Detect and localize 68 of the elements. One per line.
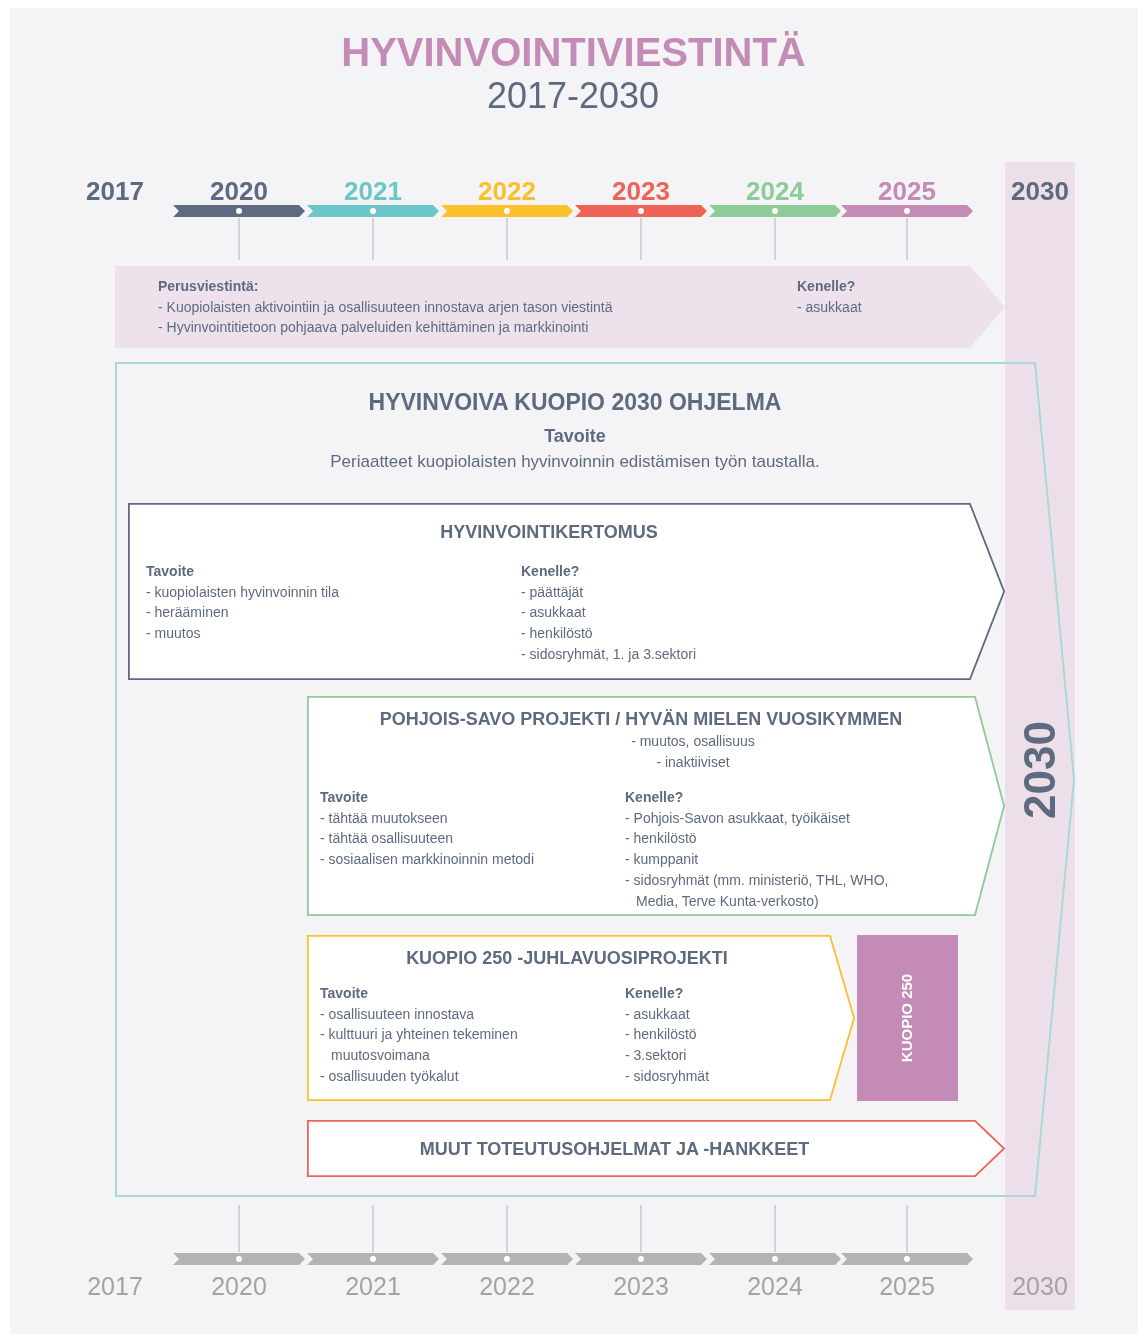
list-item: - sidosryhmät (mm. ministeriö, THL, WHO, Media, Terve Kunta-verkosto) — [625, 871, 889, 909]
chevron-box — [307, 1120, 1005, 1177]
heading: MUUT TOTEUTUSOHJELMAT JA -HANKKEET — [419, 1139, 810, 1159]
year-label: 2021 — [345, 1272, 401, 1300]
year-label: 2024 — [747, 1272, 803, 1300]
year-label: 2023 — [612, 176, 670, 206]
description: Periaatteet kuopiolaisten hyvinvoinnin edistämisen työn taustalla. — [330, 452, 820, 471]
list-item: - herääminen — [146, 604, 229, 621]
list-item: - henkilöstö — [625, 1026, 697, 1043]
year-label: 2021 — [344, 176, 402, 206]
list-item: - kuopiolaisten hyvinvoinnin tila — [146, 583, 339, 600]
chevron-box — [307, 696, 1005, 916]
column-heading: Perusviestintä: — [158, 278, 259, 294]
list-item: - tähtää osallisuuteen — [320, 830, 454, 847]
year-label: 2030 — [1011, 176, 1069, 206]
column-heading: Kenelle? — [521, 563, 580, 579]
column-heading: Tavoite — [320, 985, 368, 1001]
column-heading: Kenelle? — [625, 789, 684, 805]
title: HYVINVOINTIVIESTINTÄ — [341, 30, 806, 74]
side-panel — [857, 935, 958, 1101]
list-item: - tähtää muutokseen — [320, 809, 448, 826]
column-heading: Kenelle? — [625, 985, 684, 1001]
list-item: - sidosryhmät — [625, 1067, 710, 1084]
chevron-box — [307, 935, 855, 1101]
year-label: 2025 — [879, 1272, 935, 1300]
year-band — [1005, 162, 1075, 1310]
list-item: - Kuopiolaisten aktivointiin ja osallisuuteen innostava arjen tason viestintä — [158, 298, 613, 315]
list-item: - inaktiiviset — [656, 753, 730, 770]
column-heading: Tavoite — [320, 789, 368, 805]
chevron-box — [128, 503, 1005, 680]
year-label: 2020 — [210, 176, 268, 206]
list-item: - asukkaat — [797, 298, 862, 315]
list-item: - asukkaat — [521, 604, 586, 621]
list-item: - muutos — [146, 625, 201, 642]
list-item: - muutos, osallisuus — [631, 733, 755, 749]
list-item: - asukkaat — [625, 1005, 690, 1022]
list-item: - kulttuuri ja yhteinen tekeminen muutosvoimana — [320, 1026, 518, 1064]
year-label: 2017 — [87, 1272, 143, 1300]
list-item: - osallisuuden työkalut — [320, 1067, 459, 1084]
heading: KUOPIO 250 -JUHLAVUOSIPROJEKTI — [406, 948, 728, 968]
year-label: 2020 — [211, 1272, 267, 1300]
list-item: - Pohjois-Savon asukkaat, työikäiset — [625, 809, 850, 826]
list-item: - osallisuuteen innostava — [320, 1005, 475, 1022]
list-item: - henkilöstö — [521, 625, 593, 642]
year-label: 2022 — [479, 1272, 535, 1300]
year-label: 2023 — [613, 1272, 669, 1300]
year-label: 2022 — [478, 176, 536, 206]
list-item: - kumppanit — [625, 851, 699, 868]
column-heading: Tavoite — [146, 563, 194, 579]
subheading: Tavoite — [544, 426, 606, 446]
heading: POHJOIS-SAVO PROJEKTI / HYVÄN MIELEN VUOSIKYMMEN — [379, 709, 903, 729]
list-item: - päättäjät — [521, 583, 584, 600]
list-item: - sosiaalisen markkinoinnin metodi — [320, 851, 534, 868]
vertical-label: KUOPIO 250 — [898, 973, 916, 1063]
year-label: 2017 — [86, 176, 144, 206]
list-item: - 3.sektori — [625, 1047, 687, 1064]
year-label: 2025 — [878, 176, 936, 206]
column-heading: Kenelle? — [797, 278, 856, 294]
list-item: - Hyvinvointitietoon pohjaava palveluiden kehittäminen ja markkinointi — [158, 319, 589, 336]
year-label: 2030 — [1016, 721, 1064, 819]
list-item: - sidosryhmät, 1. ja 3.sektori — [521, 645, 697, 662]
year-label: 2024 — [746, 176, 804, 206]
program-frame — [115, 362, 1075, 1197]
heading: HYVINVOINTIKERTOMUS — [440, 522, 658, 542]
subtitle: 2017-2030 — [486, 75, 660, 116]
year-label: 2030 — [1012, 1272, 1068, 1300]
list-item: - henkilöstö — [625, 830, 697, 847]
heading: HYVINVOIVA KUOPIO 2030 OHJELMA — [368, 389, 782, 415]
